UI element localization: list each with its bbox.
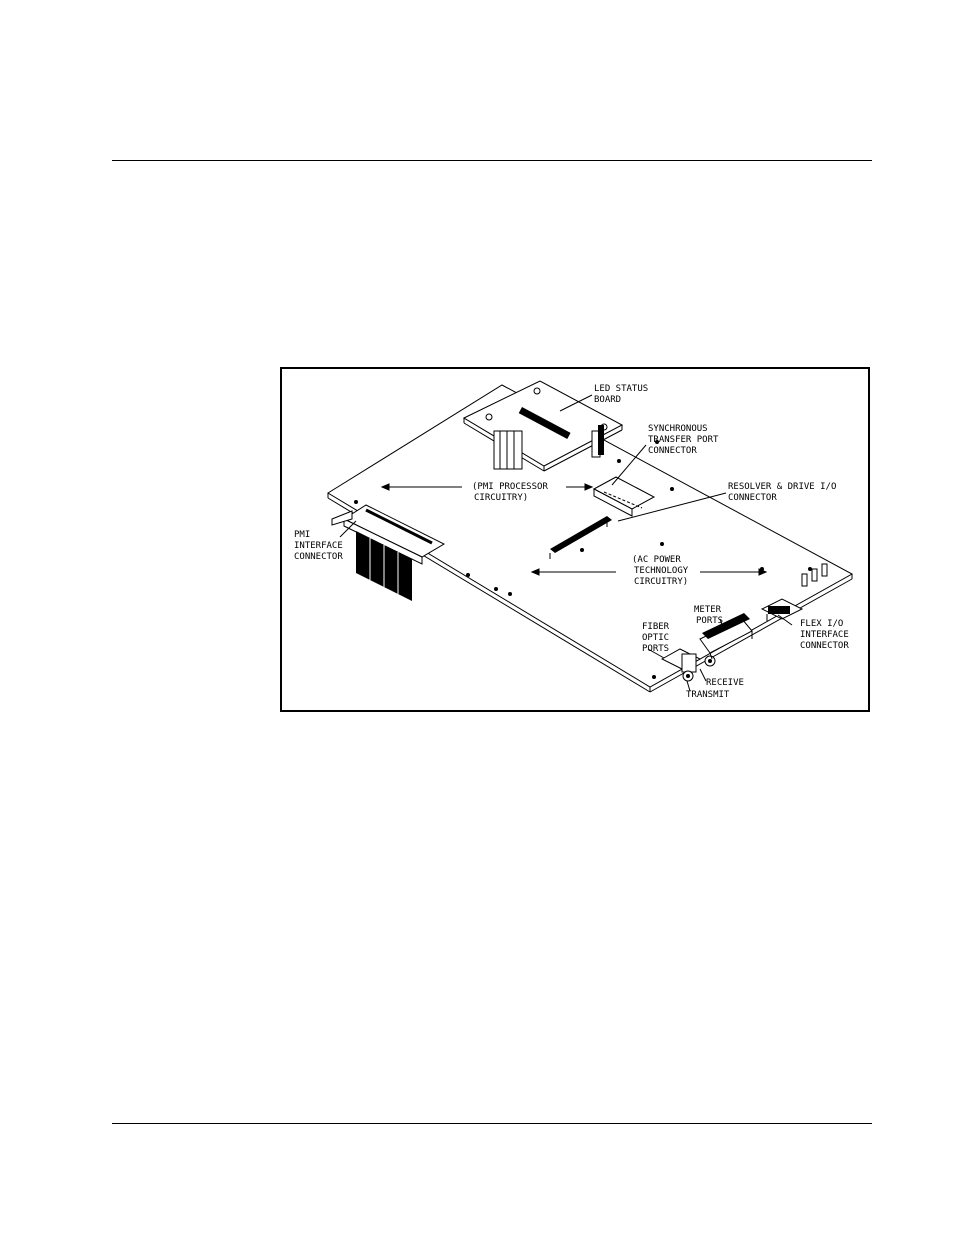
label-transmit: TRANSMIT bbox=[686, 690, 730, 700]
label-meter-ports: METER PORTS bbox=[694, 605, 727, 626]
header-rule bbox=[112, 160, 872, 161]
footer-rule bbox=[112, 1123, 872, 1124]
figure-frame: LED STATUS BOARD SYNCHRONOUS TRANSFER PO… bbox=[280, 367, 870, 712]
circuit-board-diagram: LED STATUS BOARD SYNCHRONOUS TRANSFER PO… bbox=[282, 369, 868, 710]
label-ac-power-technology-circuitry: (AC POWER TECHNOLOGY CIRCUITRY) bbox=[632, 555, 694, 587]
label-pmi-interface-connector: PMI INTERFACE CONNECTOR bbox=[294, 530, 348, 562]
label-led-status-board: LED STATUS BOARD bbox=[594, 384, 654, 405]
label-flex-io-interface-connector: FLEX I/O INTERFACE CONNECTOR bbox=[800, 619, 854, 651]
label-receive: RECEIVE bbox=[706, 678, 744, 688]
label-resolver-drive-io: RESOLVER & DRIVE I/O CONNECTOR bbox=[728, 482, 842, 503]
label-sync-transfer-port: SYNCHRONOUS TRANSFER PORT CONNECTOR bbox=[648, 424, 724, 456]
